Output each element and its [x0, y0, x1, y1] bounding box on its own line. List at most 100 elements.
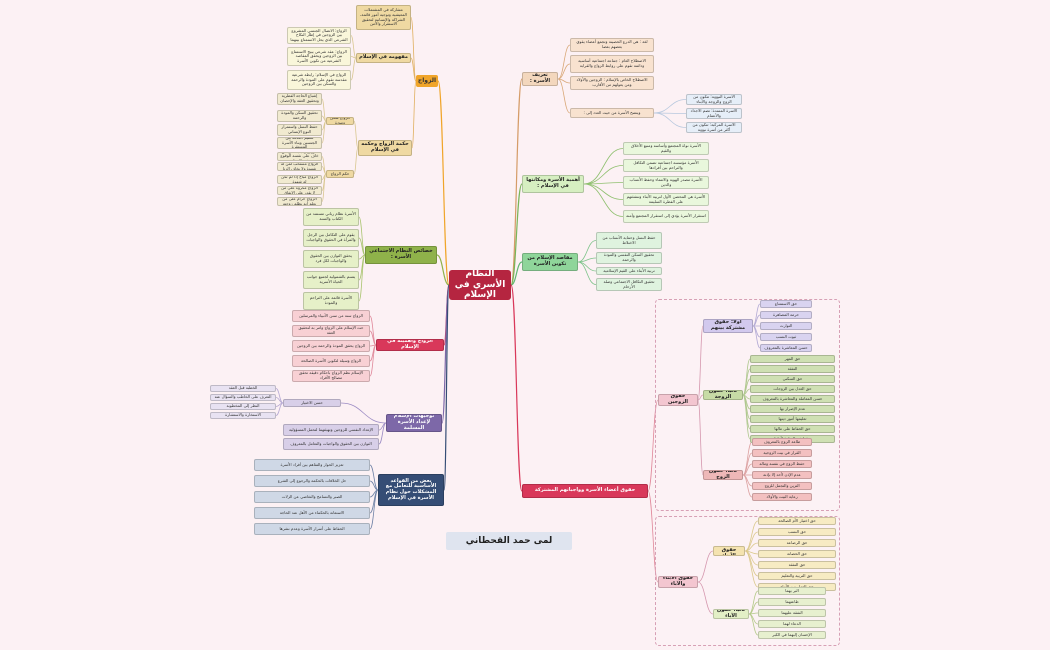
rights-kids-5[interactable]: حق النفقة [758, 561, 836, 569]
rights-husband-1[interactable]: طاعة الزوج بالمعروف [752, 438, 812, 446]
importance-2[interactable]: الأسرة مؤسسة اجتماعية تضمن التكافل والتر… [623, 159, 709, 172]
rights-kids[interactable]: أولاً: حقوق الأبناء [713, 546, 745, 556]
rights-husband-4[interactable]: عدم الإذن لأحد إلا بإذنه [752, 471, 812, 479]
family-care-4[interactable]: تحقيق التكافل الاجتماعي وصلة الأرحام [596, 278, 662, 291]
marriage-wisdom-3[interactable]: حفظ النسل واستمرار النوع الإنساني [277, 124, 322, 136]
definition-2[interactable]: الاصطلاح العام : جماعة اجتماعية أساسية و… [570, 55, 654, 73]
definition-types[interactable]: ويتضح الأسرة من حيث العدد إلى : [570, 108, 654, 118]
marriage-meaning[interactable]: مفهومه في الإسلام [356, 53, 411, 63]
marriage-wisdom-9[interactable]: الزواج حرام على من يعلم أنه يظلم زوجته [277, 197, 322, 206]
rights-wife-2[interactable]: النفقة [750, 365, 835, 373]
marriage-meaning-3[interactable]: الزواج في الإسلام: رابطة شرعية مقدسة تقو… [287, 70, 351, 90]
marriage-ruling[interactable]: حكم الزواج [326, 170, 354, 178]
rights-kids-6[interactable]: حق التربية والتعليم [758, 572, 836, 580]
guidance-sub-1[interactable]: الخطبة قبل العقد [210, 385, 276, 392]
social-5[interactable]: الحفاظ على أسرار الأسرة وعدم نشرها [254, 523, 370, 535]
marriage-wisdom-2[interactable]: تحقيق السكن والمودة والرحمة [277, 110, 322, 122]
rights-wife-4[interactable]: حق العدل بين الزوجات [750, 385, 835, 393]
rights-kids-3[interactable]: حق الرضاعة [758, 539, 836, 547]
branch-rights[interactable]: حقوق أعضاء الأسرة وواجباتهم المشتركة [522, 484, 648, 498]
rights-wife-6[interactable]: عدم الإضرار بها [750, 405, 835, 413]
branch-islamic-guidance[interactable]: توجيهات الإسلام لإعداد الأسرة المسلمة [386, 414, 442, 432]
central-topic[interactable]: النظام الأسري في الإسلام [449, 270, 511, 300]
rights-kids-1[interactable]: حق اختيار الأم الصالحة [758, 517, 836, 525]
marriage-wisdom-5[interactable]: الزواج واجب على من خاف على نفسه الوقوع ف… [277, 152, 322, 161]
rights-common-2[interactable]: حرمة المصاهرة [760, 311, 812, 319]
importance-3[interactable]: الأسرة مصدر الهوية والانتماء وحفظ الأنسا… [623, 176, 709, 189]
social-3[interactable]: الصبر والتسامح والتغاضي عن الزلات [254, 491, 370, 503]
rights-wife-3[interactable]: حق السكنى [750, 375, 835, 383]
rights-common-1[interactable]: حق الاستمتاع [760, 300, 812, 308]
guidance-sub-2[interactable]: التعرف على الخاطب والسؤال عنه [210, 394, 276, 401]
definition-1[interactable]: لغة : هي الدرع الحصينة وتجمع أعضاء يقوي … [570, 38, 654, 52]
rights-wife[interactable]: ثانياً: حقوق الزوجة [703, 390, 743, 400]
author-label[interactable]: لمى حمد القحطاني [446, 532, 572, 550]
pillar-2[interactable]: حث الإسلام على الزواج وأمر به لتحقيق الع… [292, 325, 370, 337]
guidance-sub-3[interactable]: النظر إلى المخطوبة [210, 403, 276, 410]
rights-kids-2[interactable]: حق النسب [758, 528, 836, 536]
branch-marriage-pillars[interactable]: الزواج وأهميته في الإسلام [376, 339, 444, 351]
branch-rules[interactable]: خصائص النظام الاجتماعي الأسرة : [365, 246, 437, 264]
rights-wife-5[interactable]: حسن المعاملة والمعاشرة بالمعروف [750, 395, 835, 403]
family-care-2[interactable]: تحقيق السكن النفسي والمودة والرحمة [596, 252, 662, 264]
rights-spouses[interactable]: حقوق الزوجين [658, 394, 698, 406]
marriage-wisdom-7[interactable]: الزواج مباح إذا لم تكن له شهوة [277, 175, 322, 184]
rights-children[interactable]: حقوق الأبناء والآباء [658, 576, 698, 588]
branch-marriage[interactable]: الزواج [416, 75, 438, 87]
rights-husband-5[interactable]: التزين والتجمل للزوج [752, 482, 812, 490]
rule-4[interactable]: يتسم بالشمولية لجميع جوانب الحياة الأسري… [303, 271, 359, 289]
marriage-wisdom-4[interactable]: تنظيم العلاقة بين الجنسين وبناء الأسرة ا… [277, 137, 322, 149]
family-care-1[interactable]: حفظ النسل وحماية الأنساب من الاختلاط [596, 232, 662, 249]
family-care-3[interactable]: تربية الأبناء على القيم الإسلامية [596, 267, 662, 275]
marriage-wisdom-6[interactable]: الزواج مستحب لمن له شهوة ولا يخاف الزنا [277, 162, 322, 171]
importance-5[interactable]: استقرار الأسرة يؤدي إلى استقرار المجتمع … [623, 210, 709, 223]
rights-husband-6[interactable]: رعاية البيت والأولاد [752, 493, 812, 501]
social-1[interactable]: تعزيز الحوار والتفاهم بين أفراد الأسرة [254, 459, 370, 471]
marriage-top-note[interactable]: مشاركة في المشتملات المعيشية وتوجيه أمور… [356, 5, 411, 30]
pillar-3[interactable]: الزواج يحقق المودة والرحمة بين الزوجين [292, 340, 370, 352]
rule-5[interactable]: الأسرة قائمة على التراحم والمودة [303, 292, 359, 310]
rule-2[interactable]: يقوم على التكامل بين الرجل والمرأة في ال… [303, 229, 359, 247]
marriage-wisdom-1[interactable]: إشباع الحاجة الفطرية وتحقيق العفة والإحص… [277, 93, 322, 105]
rights-parents-4[interactable]: الدعاء لهما [758, 620, 826, 628]
rights-husband-3[interactable]: حفظ الزوج في نفسه وماله [752, 460, 812, 468]
branch-definition[interactable]: تعريف الأسرة : [522, 72, 558, 86]
rights-wife-1[interactable]: حق المهر [750, 355, 835, 363]
pillar-5[interactable]: الإسلام نظم الزواج بأحكام دقيقة تحقق مصا… [292, 370, 370, 382]
rights-wife-8[interactable]: حق الحفاظ على مالها [750, 425, 835, 433]
guidance-1[interactable]: الإعداد النفسي للزوجين وتهيئتهما لتحمل ا… [283, 424, 379, 436]
importance-1[interactable]: الأسرة نواة المجتمع وأساسه ومنبع الأخلاق… [623, 142, 709, 155]
marriage-meaning-2[interactable]: الزواج: عقد شرعي يبيح الاستمتاع بين الزو… [287, 47, 351, 66]
guidance-2[interactable]: التوازن بين الحقوق والواجبات والتعامل با… [283, 438, 379, 450]
rights-common-5[interactable]: حسن المعاشرة بالمعروف [760, 344, 812, 352]
importance-4[interactable]: الأسرة هي المحضن الأول لتربية الأبناء وت… [623, 193, 709, 206]
branch-family-care[interactable]: مقاصد الإسلام من تكوين الأسرة [522, 253, 578, 271]
marriage-wisdom[interactable]: حكمة الزواج وحكمه في الإسلام [358, 140, 412, 156]
rights-parents-2[interactable]: طاعتهما [758, 598, 826, 606]
social-4[interactable]: الاستعانة بالحكماء من الأهل عند الحاجة [254, 507, 370, 519]
rule-1[interactable]: الأسرة نظام رباني مستمد من الكتاب والسنة [303, 208, 359, 226]
rights-parents-5[interactable]: الإحسان إليهما في الكبر [758, 631, 826, 639]
definition-type-1[interactable]: الأسرة النووية: تتكون من الزوج والزوجة و… [686, 94, 742, 105]
branch-social-issues[interactable]: بعض من القواعد الأساسية للتعامل مع المشك… [378, 474, 444, 506]
rights-wife-7[interactable]: تعليمها أمور دينها [750, 415, 835, 423]
pillar-1[interactable]: الزواج سنة من سنن الأنبياء والمرسلين [292, 310, 370, 322]
rights-husband-2[interactable]: القرار في بيت الزوجية [752, 449, 812, 457]
definition-3[interactable]: الاصطلاح الخاص بالإسلام : الزوجين والأول… [570, 76, 654, 90]
rights-common-4[interactable]: ثبوت النسب [760, 333, 812, 341]
definition-type-2[interactable]: الأسرة الممتدة: تضم الأجداد والأعمام [686, 108, 742, 119]
rights-kids-4[interactable]: حق الحضانة [758, 550, 836, 558]
rights-parents[interactable]: ثانياً: حقوق الآباء [713, 609, 749, 619]
rights-parents-3[interactable]: النفقة عليهما [758, 609, 826, 617]
rule-3[interactable]: يحقق التوازن بين الحقوق والواجبات لكل فر… [303, 250, 359, 268]
pillar-4[interactable]: الزواج وسيلة لتكوين الأسرة الصالحة [292, 355, 370, 367]
rights-common-3[interactable]: التوارث [760, 322, 812, 330]
rights-husband[interactable]: ثالثاً: حقوق الزوج [703, 470, 743, 480]
rights-parents-1[interactable]: البر بهما [758, 587, 826, 595]
rights-common[interactable]: أولاً: حقوق مشتركة بينهم [703, 319, 753, 333]
guidance-sub[interactable]: حسن الاختيار [283, 399, 341, 407]
marriage-meaning-1[interactable]: الزواج: الاتصال الجنسي المشروع بين الزوج… [287, 27, 351, 44]
branch-importance[interactable]: أهمية الأسرة ومكانتها في الإسلام : [522, 175, 584, 193]
marriage-wisdom-8[interactable]: الزواج مكروه على من لا يقدر على الإنفاق [277, 186, 322, 195]
marriage-wisdom-sub[interactable]: الزواج سكن ومودة [326, 117, 354, 125]
